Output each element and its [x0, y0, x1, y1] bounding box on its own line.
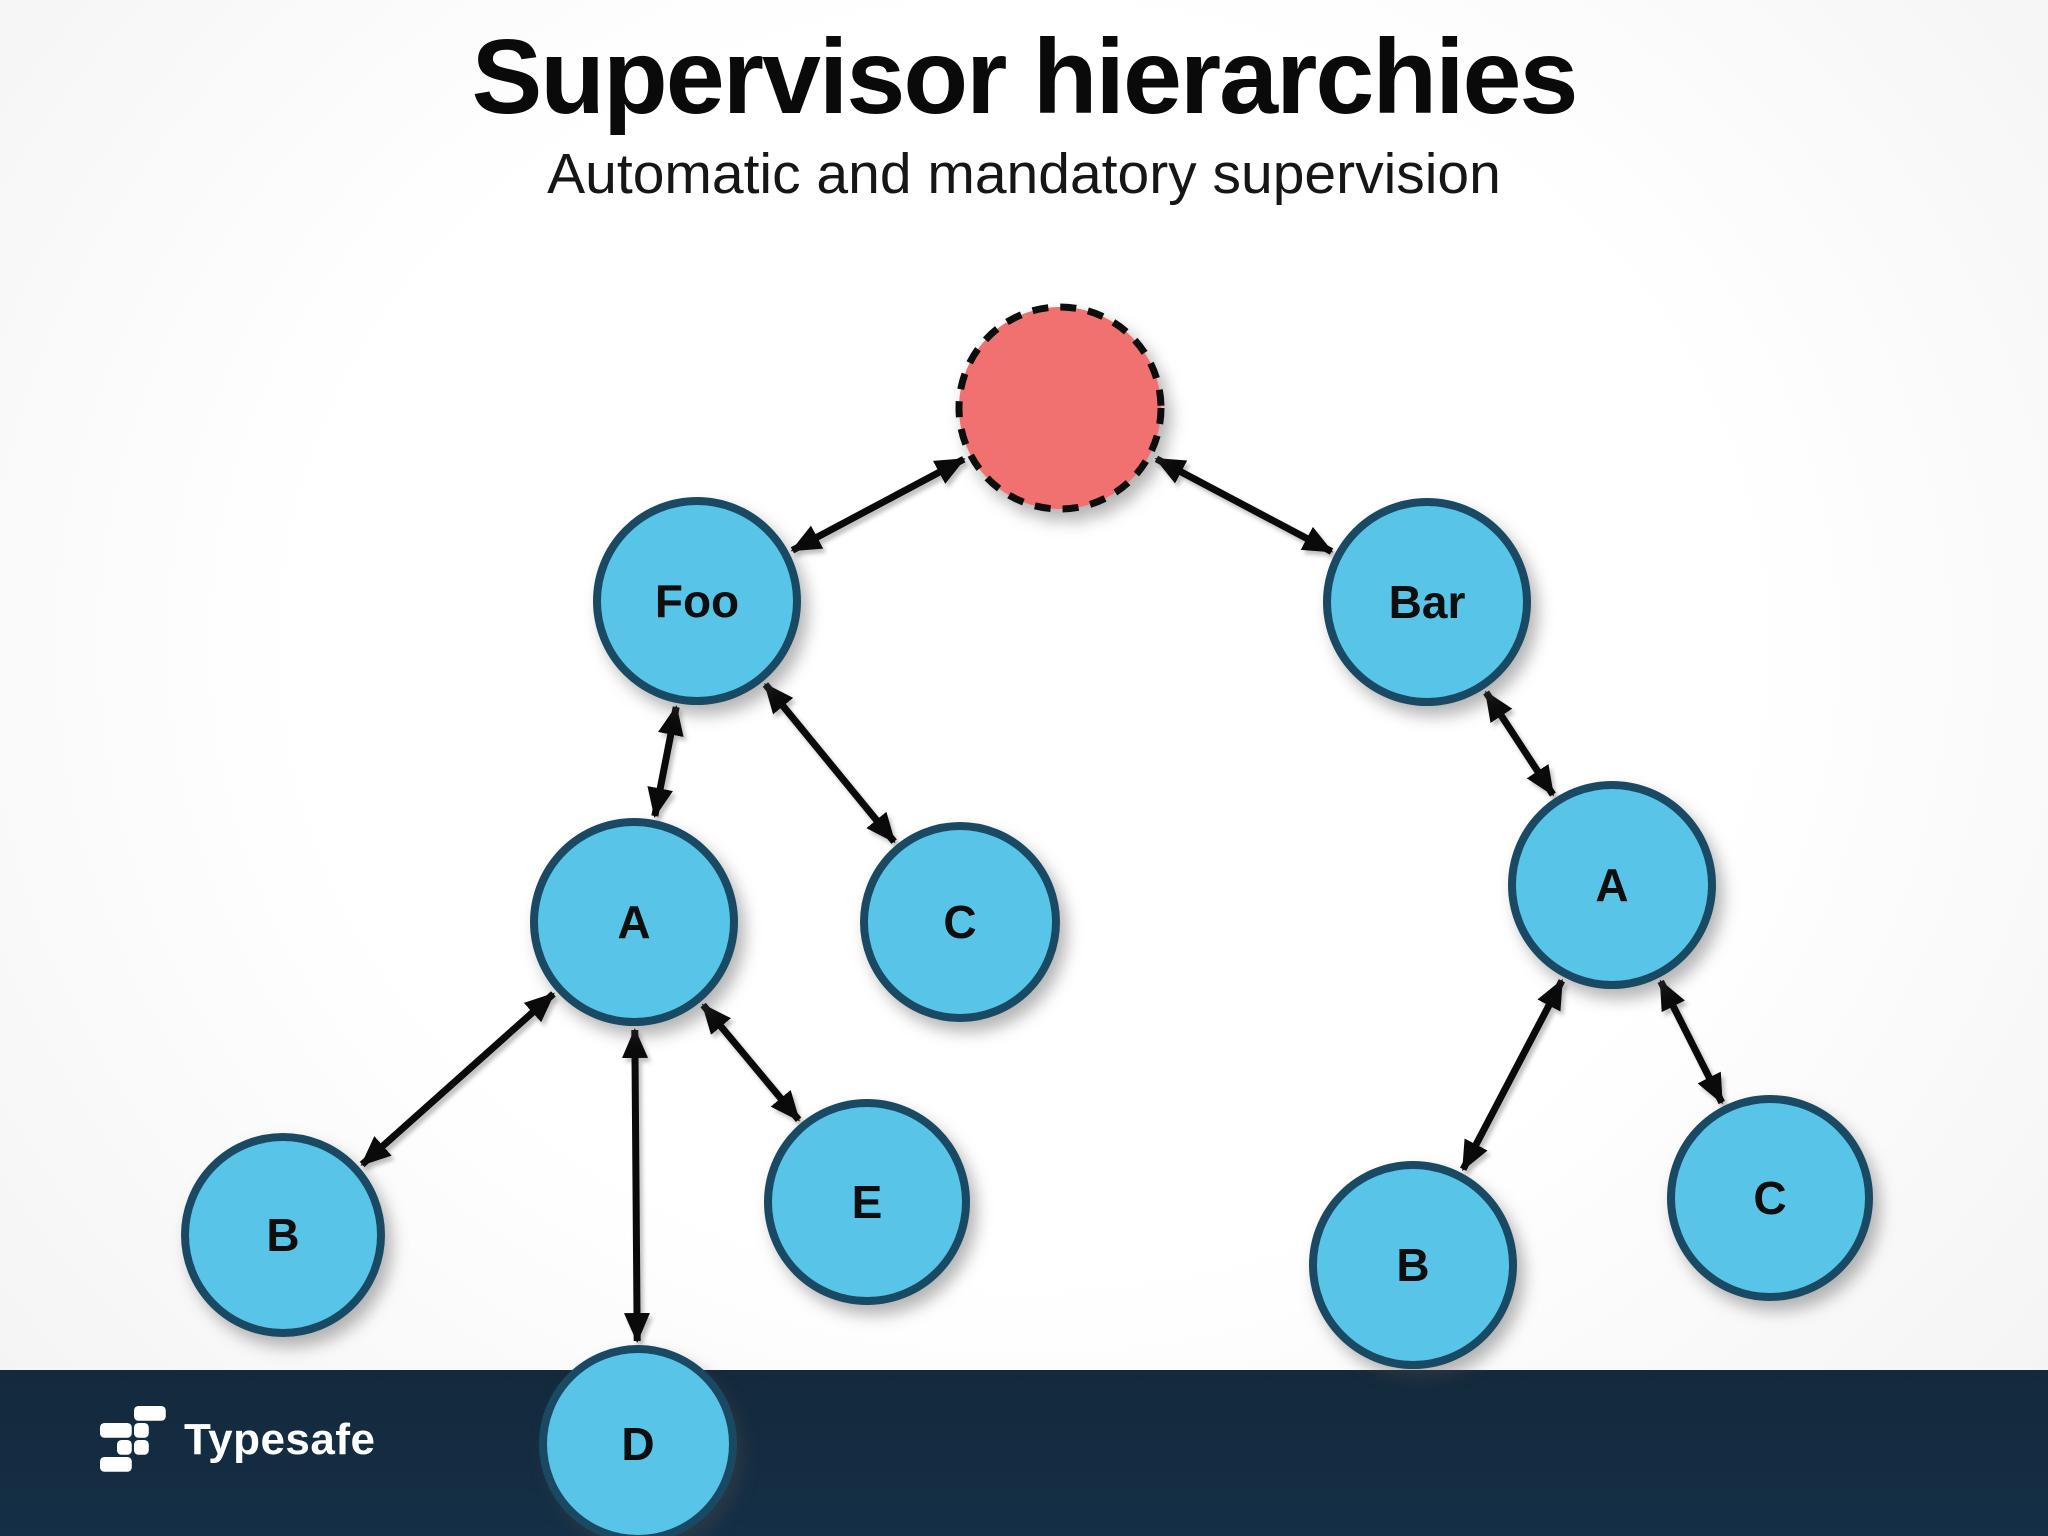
edge-c-right-a-right — [1657, 979, 1725, 1105]
node-label-b-left: B — [266, 1209, 299, 1261]
node-b-right: B — [1309, 1161, 1517, 1369]
node-label-c-left: C — [943, 896, 976, 948]
node-label-a-right: A — [1595, 859, 1628, 911]
actor-circle — [1309, 1161, 1517, 1369]
actor-circle — [593, 497, 801, 705]
actor-circle — [539, 1345, 737, 1536]
footer-bar: Typesafe — [0, 1370, 2048, 1536]
node-c-left: C — [860, 822, 1060, 1022]
edge-foo-root — [790, 456, 966, 554]
actor-circle — [181, 1133, 385, 1337]
node-label-c-right: C — [1753, 1172, 1786, 1224]
node-foo: Foo — [593, 497, 801, 705]
actor-circle — [1508, 781, 1716, 989]
node-label-foo: Foo — [655, 575, 739, 627]
node-e-left: E — [764, 1099, 970, 1305]
slide-header: Supervisor hierarchies Automatic and man… — [0, 18, 2048, 207]
brand-name: Typesafe — [184, 1415, 376, 1464]
logo-block — [134, 1423, 149, 1438]
logo-block — [100, 1457, 132, 1472]
logo-block — [134, 1406, 166, 1421]
node-label-d-left: D — [621, 1418, 654, 1470]
edge-a-right-bar — [1483, 690, 1556, 797]
node-d-left: D — [539, 1345, 737, 1536]
brand-lockup: Typesafe — [100, 1406, 376, 1474]
edge-a-left-foo — [647, 705, 684, 818]
node-label-b-right: B — [1396, 1239, 1429, 1291]
node-a-right: A — [1508, 781, 1716, 989]
page-subtitle: Automatic and mandatory supervision — [547, 141, 1501, 206]
logo-block — [100, 1423, 132, 1438]
edge-e-left-a-left — [700, 1002, 802, 1123]
root-supervisor-circle — [955, 303, 1165, 513]
actor-circle — [530, 818, 738, 1026]
logo-block — [134, 1440, 149, 1455]
edge-bar-root — [1154, 455, 1334, 555]
edge-b-left-a-left — [359, 991, 556, 1168]
node-a-left: A — [530, 818, 738, 1026]
node-c-right: C — [1667, 1095, 1873, 1301]
node-root — [955, 303, 1165, 513]
node-bar: Bar — [1323, 498, 1531, 706]
page-title: Supervisor hierarchies — [471, 18, 1579, 136]
edge-c-left-foo — [762, 682, 897, 844]
actor-circle — [860, 822, 1060, 1022]
edge-b-right-a-right — [1459, 978, 1566, 1172]
node-b-left: B — [181, 1133, 385, 1337]
actor-circle — [764, 1099, 970, 1305]
node-label-bar: Bar — [1389, 576, 1466, 628]
edge-d-left-a-left — [622, 1028, 650, 1343]
node-label-a-left: A — [617, 896, 650, 948]
actor-circle — [1667, 1095, 1873, 1301]
typesafe-logo-icon — [100, 1406, 166, 1472]
node-label-e-left: E — [852, 1176, 883, 1228]
actor-circle — [1323, 498, 1531, 706]
logo-block — [117, 1440, 132, 1455]
